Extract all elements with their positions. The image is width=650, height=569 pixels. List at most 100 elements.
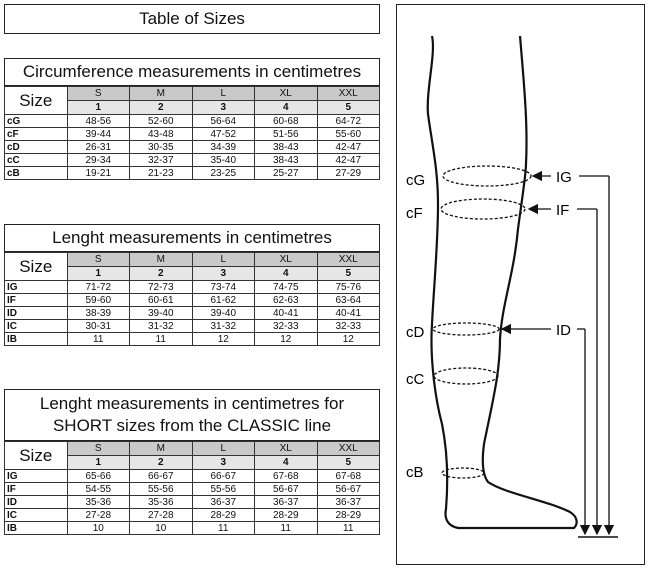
label-IF: IF [556,202,569,219]
label-cG: cG [406,172,425,189]
table1-heading-text: Circumference measurements in centimetre… [22,62,362,81]
row-label: IG [4,469,68,483]
cell-value: 25-27 [254,166,318,180]
cell-value: 54-55 [66,482,130,496]
size-number: 1 [66,455,130,470]
size-col-header: XL [254,86,318,101]
cell-value: 36-37 [191,495,255,509]
cell-value: 28-29 [316,508,380,522]
size-number: 5 [316,100,380,115]
table3-heading-line2: SHORT sizes from the CLASSIC line [52,416,332,435]
ellipse-cC [432,366,499,385]
cell-value: 28-29 [254,508,318,522]
row-label: IB [4,521,68,535]
cell-value: 66-67 [129,469,193,483]
size-number: 1 [66,100,130,115]
cell-value: 11 [66,332,130,346]
table3-heading: Lenght measurements in centimetres for S… [4,389,380,441]
table1-heading: Circumference measurements in centimetre… [4,58,380,86]
cell-value: 30-31 [66,319,130,333]
size-col-header: S [66,441,130,456]
cell-value: 59-60 [66,293,130,307]
size-col-header: M [129,441,193,456]
table2-heading: Lenght measurements in centimetres [4,224,380,252]
row-label: cC [4,153,68,167]
cell-value: 42-47 [316,153,380,167]
cell-value: 66-67 [191,469,255,483]
ellipse-cD [431,321,500,336]
cell-value: 65-66 [66,469,130,483]
cell-value: 74-75 [254,280,318,294]
cell-value: 27-28 [129,508,193,522]
size-col-header: L [191,252,255,267]
cell-value: 64-72 [316,114,380,128]
cell-value: 31-32 [191,319,255,333]
size-col-header: L [191,441,255,456]
cell-value: 60-68 [254,114,318,128]
cell-value: 39-44 [66,127,130,141]
cell-value: 73-74 [191,280,255,294]
cell-value: 12 [254,332,318,346]
cell-value: 28-29 [191,508,255,522]
cell-value: 55-56 [191,482,255,496]
cell-value: 23-25 [191,166,255,180]
cell-value: 38-43 [254,140,318,154]
page-title: Table of Sizes [4,4,380,34]
cell-value: 60-61 [129,293,193,307]
label-IG: IG [556,169,572,186]
size-col-header: XXL [316,86,380,101]
cell-value: 48-56 [66,114,130,128]
cell-value: 47-52 [191,127,255,141]
cell-value: 35-36 [66,495,130,509]
cell-value: 67-68 [254,469,318,483]
cell-value: 12 [191,332,255,346]
size-col-header: S [66,86,130,101]
page-title-text: Table of Sizes [139,9,245,28]
cell-value: 30-35 [129,140,193,154]
ellipse-cG [441,164,532,187]
size-label: Size [4,252,68,281]
ellipse-cB [440,466,485,479]
row-label: IB [4,332,68,346]
cell-value: 34-39 [191,140,255,154]
table2-heading-text: Lenght measurements in centimetres [52,228,332,247]
size-col-header: XL [254,441,318,456]
size-number: 3 [191,100,255,115]
size-label: Size [4,441,68,470]
cell-value: 71-72 [66,280,130,294]
cell-value: 11 [316,521,380,535]
size-col-header: L [191,86,255,101]
cell-value: 29-34 [66,153,130,167]
cell-value: 36-37 [316,495,380,509]
cell-value: 51-56 [254,127,318,141]
cell-value: 39-40 [129,306,193,320]
cell-value: 38-43 [254,153,318,167]
row-label: IC [4,319,68,333]
cell-value: 62-63 [254,293,318,307]
cell-value: 35-40 [191,153,255,167]
row-label: cG [4,114,68,128]
row-label: cF [4,127,68,141]
cell-value: 27-28 [66,508,130,522]
size-col-header: M [129,252,193,267]
cell-value: 52-60 [129,114,193,128]
row-label: ID [4,306,68,320]
cell-value: 10 [66,521,130,535]
cell-value: 61-62 [191,293,255,307]
